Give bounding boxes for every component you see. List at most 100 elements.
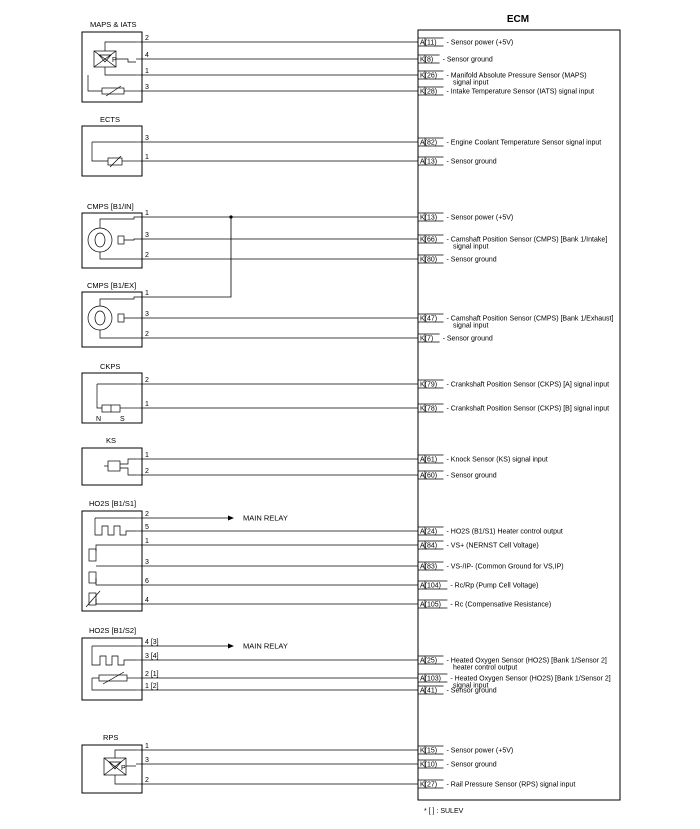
sensor-ho2s-b1s1: HO2S [B1/S1]	[81, 499, 143, 612]
pin-description: - Engine Coolant Temperature Sensor sign…	[447, 140, 602, 147]
hall-sensor-icon	[87, 227, 125, 253]
arrow-icon	[228, 515, 234, 521]
pin-description: - VS+ (NERNST Cell Voltage)	[447, 543, 539, 550]
pin-number: 1	[145, 401, 149, 408]
connector-box	[418, 540, 444, 550]
connector-code: K(7)	[420, 336, 433, 343]
footnote: * [ ] : SULEV	[424, 808, 464, 815]
magnetic-pickup-icon	[101, 404, 121, 413]
connector-code: K(28)	[420, 89, 437, 96]
connector-box	[418, 403, 444, 413]
pin-description: - HO2S (B1/S1) Heater control output	[447, 529, 563, 536]
connector-box	[418, 333, 440, 343]
sensor-title: RPS	[103, 733, 118, 742]
ecm-pin: A(41)- Sensor ground	[418, 685, 497, 695]
connector-box	[418, 685, 444, 695]
connector-box	[418, 580, 448, 590]
connector-code: K(47)	[420, 316, 437, 323]
pin-number: 2 [1]	[145, 671, 159, 678]
internal-wire	[99, 296, 142, 306]
pin-number: 1	[145, 290, 149, 297]
connector-box	[418, 212, 444, 222]
connector-box	[418, 454, 444, 464]
connector-box	[418, 779, 444, 789]
pressure-sensor-icon: P	[103, 757, 127, 776]
sensor-ho2s-b1s2: HO2S [B1/S2]	[81, 626, 143, 701]
pin-number: 6	[145, 578, 149, 585]
ecm-pin: K(8)- Sensor ground	[418, 54, 493, 64]
thermistor-icon	[101, 85, 125, 97]
connector-code: A(84)	[420, 543, 437, 550]
connector-box	[418, 137, 444, 147]
pin-description: - Rc/Rp (Pump Cell Voltage)	[450, 583, 538, 590]
pin-description: heater control output	[453, 665, 517, 672]
ecm-pin: A(24) - HO2S (B1/S1) Heater control outpu…	[418, 526, 563, 536]
piezo-element-icon	[104, 460, 121, 472]
pin-number: 4 [3]	[145, 639, 159, 646]
internal-wire	[99, 216, 142, 228]
pole-label: N	[96, 416, 101, 423]
sensor-housing	[81, 744, 143, 794]
pin-description: - VS-/IP- (Common Ground for VS,IP)	[447, 564, 564, 571]
pin-connections: 2 A(11)- Sensor power (+5V) 4 K(8)- Sensor …	[95, 35, 613, 789]
svg-text:P: P	[121, 765, 126, 772]
pin-number: 5	[145, 524, 149, 531]
sensor-title: ECTS	[100, 115, 120, 124]
pin-number: 2	[145, 252, 149, 259]
sensor-title: CMPS [B1/EX]	[87, 281, 136, 290]
internal-wire	[99, 330, 142, 339]
connector-code: K(15)	[420, 748, 437, 755]
sensor-title: MAPS & IATS	[90, 20, 137, 29]
pin-number: 2	[145, 35, 149, 42]
connector-code: K(10)	[420, 762, 437, 769]
pin-number: 4	[145, 597, 149, 604]
pin-description: - Sensor power (+5V)	[447, 40, 514, 47]
connector-box	[418, 313, 444, 323]
connector-box	[418, 599, 448, 609]
ecm-pin: K(78)- Crankshaft Position Sensor (CKPS)…	[418, 403, 609, 413]
ecm-pin: A(11)- Sensor power (+5V)	[418, 37, 514, 47]
pin-description: - Rail Pressure Sensor (RPS) signal inpu…	[447, 782, 576, 789]
connector-code: A(24)	[420, 529, 437, 536]
sensor-housing	[81, 372, 143, 424]
internal-wire	[95, 578, 142, 586]
pin-number: 4	[145, 52, 149, 59]
pin-number: 1	[145, 452, 149, 459]
hall-sensor-icon	[87, 305, 125, 331]
connector-box	[418, 86, 444, 96]
sensor-title: CMPS [B1/IN]	[87, 202, 134, 211]
sensor-cmps-intake: CMPS [B1/IN]	[81, 202, 143, 269]
connector-code: A(25)	[420, 658, 437, 665]
pin-description: - Manifold Absolute Pressure Sensor (MAP…	[447, 73, 587, 80]
pin-number: 3	[145, 559, 149, 566]
pin-description: - Sensor ground	[447, 473, 497, 480]
ecm-pin: A(84) - VS+ (NERNST Cell Voltage)	[418, 540, 539, 550]
connector-code: A(13)	[420, 159, 437, 166]
sensor-housing	[81, 291, 143, 348]
pin-number: 3 [4]	[145, 653, 159, 660]
pin-description: - Knock Sensor (KS) signal input	[447, 457, 548, 464]
pin-description: - Sensor ground	[447, 257, 497, 264]
sensor-housing	[81, 447, 143, 486]
pin-number: 2	[145, 331, 149, 338]
sensor-housing	[81, 125, 143, 177]
sensor-housing	[81, 510, 143, 612]
internal-wire	[95, 544, 142, 551]
connector-code: K(80)	[420, 257, 437, 264]
pin-number: 1	[145, 538, 149, 545]
connector-box	[418, 759, 444, 769]
connector-code: A(104)	[420, 583, 441, 590]
connector-box	[418, 234, 444, 244]
pin-number: 3	[145, 135, 149, 142]
pin-description: - Rc (Compensative Resistance)	[450, 602, 551, 609]
ecm-pin: A(83) - VS-/IP- (Common Ground for VS,IP)	[418, 561, 564, 571]
ecm-pin: A(61) - Knock Sensor (KS) signal input	[418, 454, 548, 464]
arrow-icon	[228, 643, 234, 649]
connector-code: A(61)	[420, 457, 437, 464]
connector-box	[418, 561, 444, 571]
oxygen-sensor-element-icon	[91, 671, 136, 691]
sensor-cmps-exhaust: CMPS [B1/EX]	[81, 215, 233, 348]
connector-code: A(83)	[420, 564, 437, 571]
sensor-title: HO2S [B1/S1]	[89, 499, 136, 508]
pin-description: signal input	[453, 323, 488, 330]
